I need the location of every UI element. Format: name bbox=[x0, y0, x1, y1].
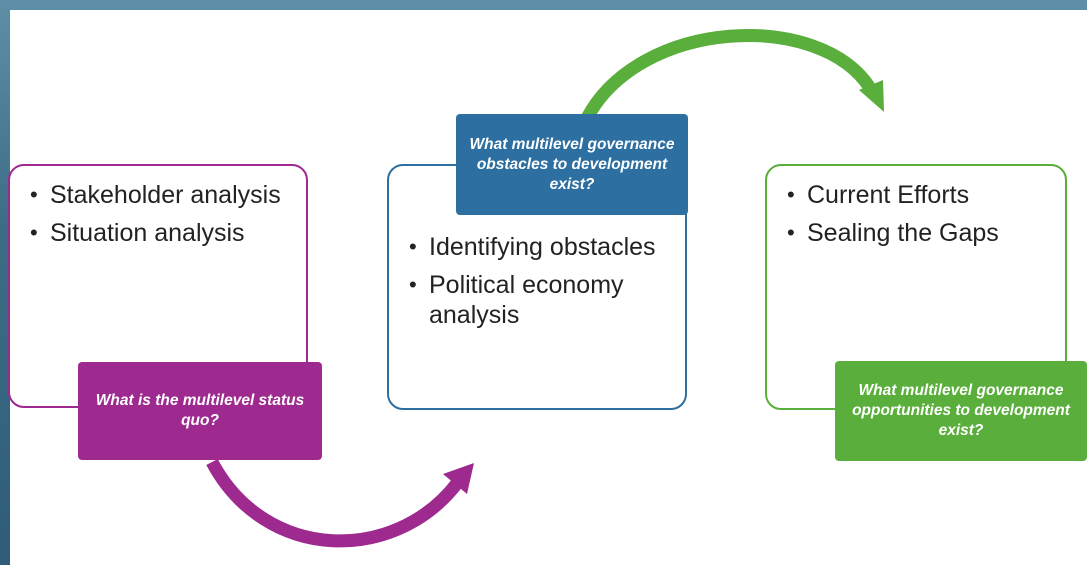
bullet-item: •Sealing the Gaps bbox=[787, 219, 999, 247]
curved-arrow-icon bbox=[206, 458, 464, 548]
arrowhead-icon bbox=[859, 80, 884, 112]
bullet-item: •Identifying obstacles bbox=[409, 233, 656, 261]
stage-2-question: What multilevel governance obstacles to … bbox=[456, 114, 688, 215]
bullet-item: •Current Efforts bbox=[787, 181, 970, 209]
stage-3-bullets: •Current Efforts •Sealing the Gaps bbox=[783, 180, 1065, 248]
arrowhead-icon bbox=[443, 463, 474, 494]
stage-1-bullets: •Stakeholder analysis •Situation analysi… bbox=[26, 180, 306, 248]
stage-1-question: What is the multilevel status quo? bbox=[78, 362, 322, 460]
bullet-item: •Stakeholder analysis bbox=[30, 181, 281, 209]
stage-2-bullets: •Identifying obstacles •Political econom… bbox=[405, 232, 685, 330]
bullet-item: •Situation analysis bbox=[30, 219, 245, 247]
curved-arrow-icon bbox=[581, 28, 876, 122]
stage-3-question: What multilevel governance opportunities… bbox=[835, 361, 1087, 461]
bullet-item: •Political economy analysis bbox=[409, 271, 624, 329]
